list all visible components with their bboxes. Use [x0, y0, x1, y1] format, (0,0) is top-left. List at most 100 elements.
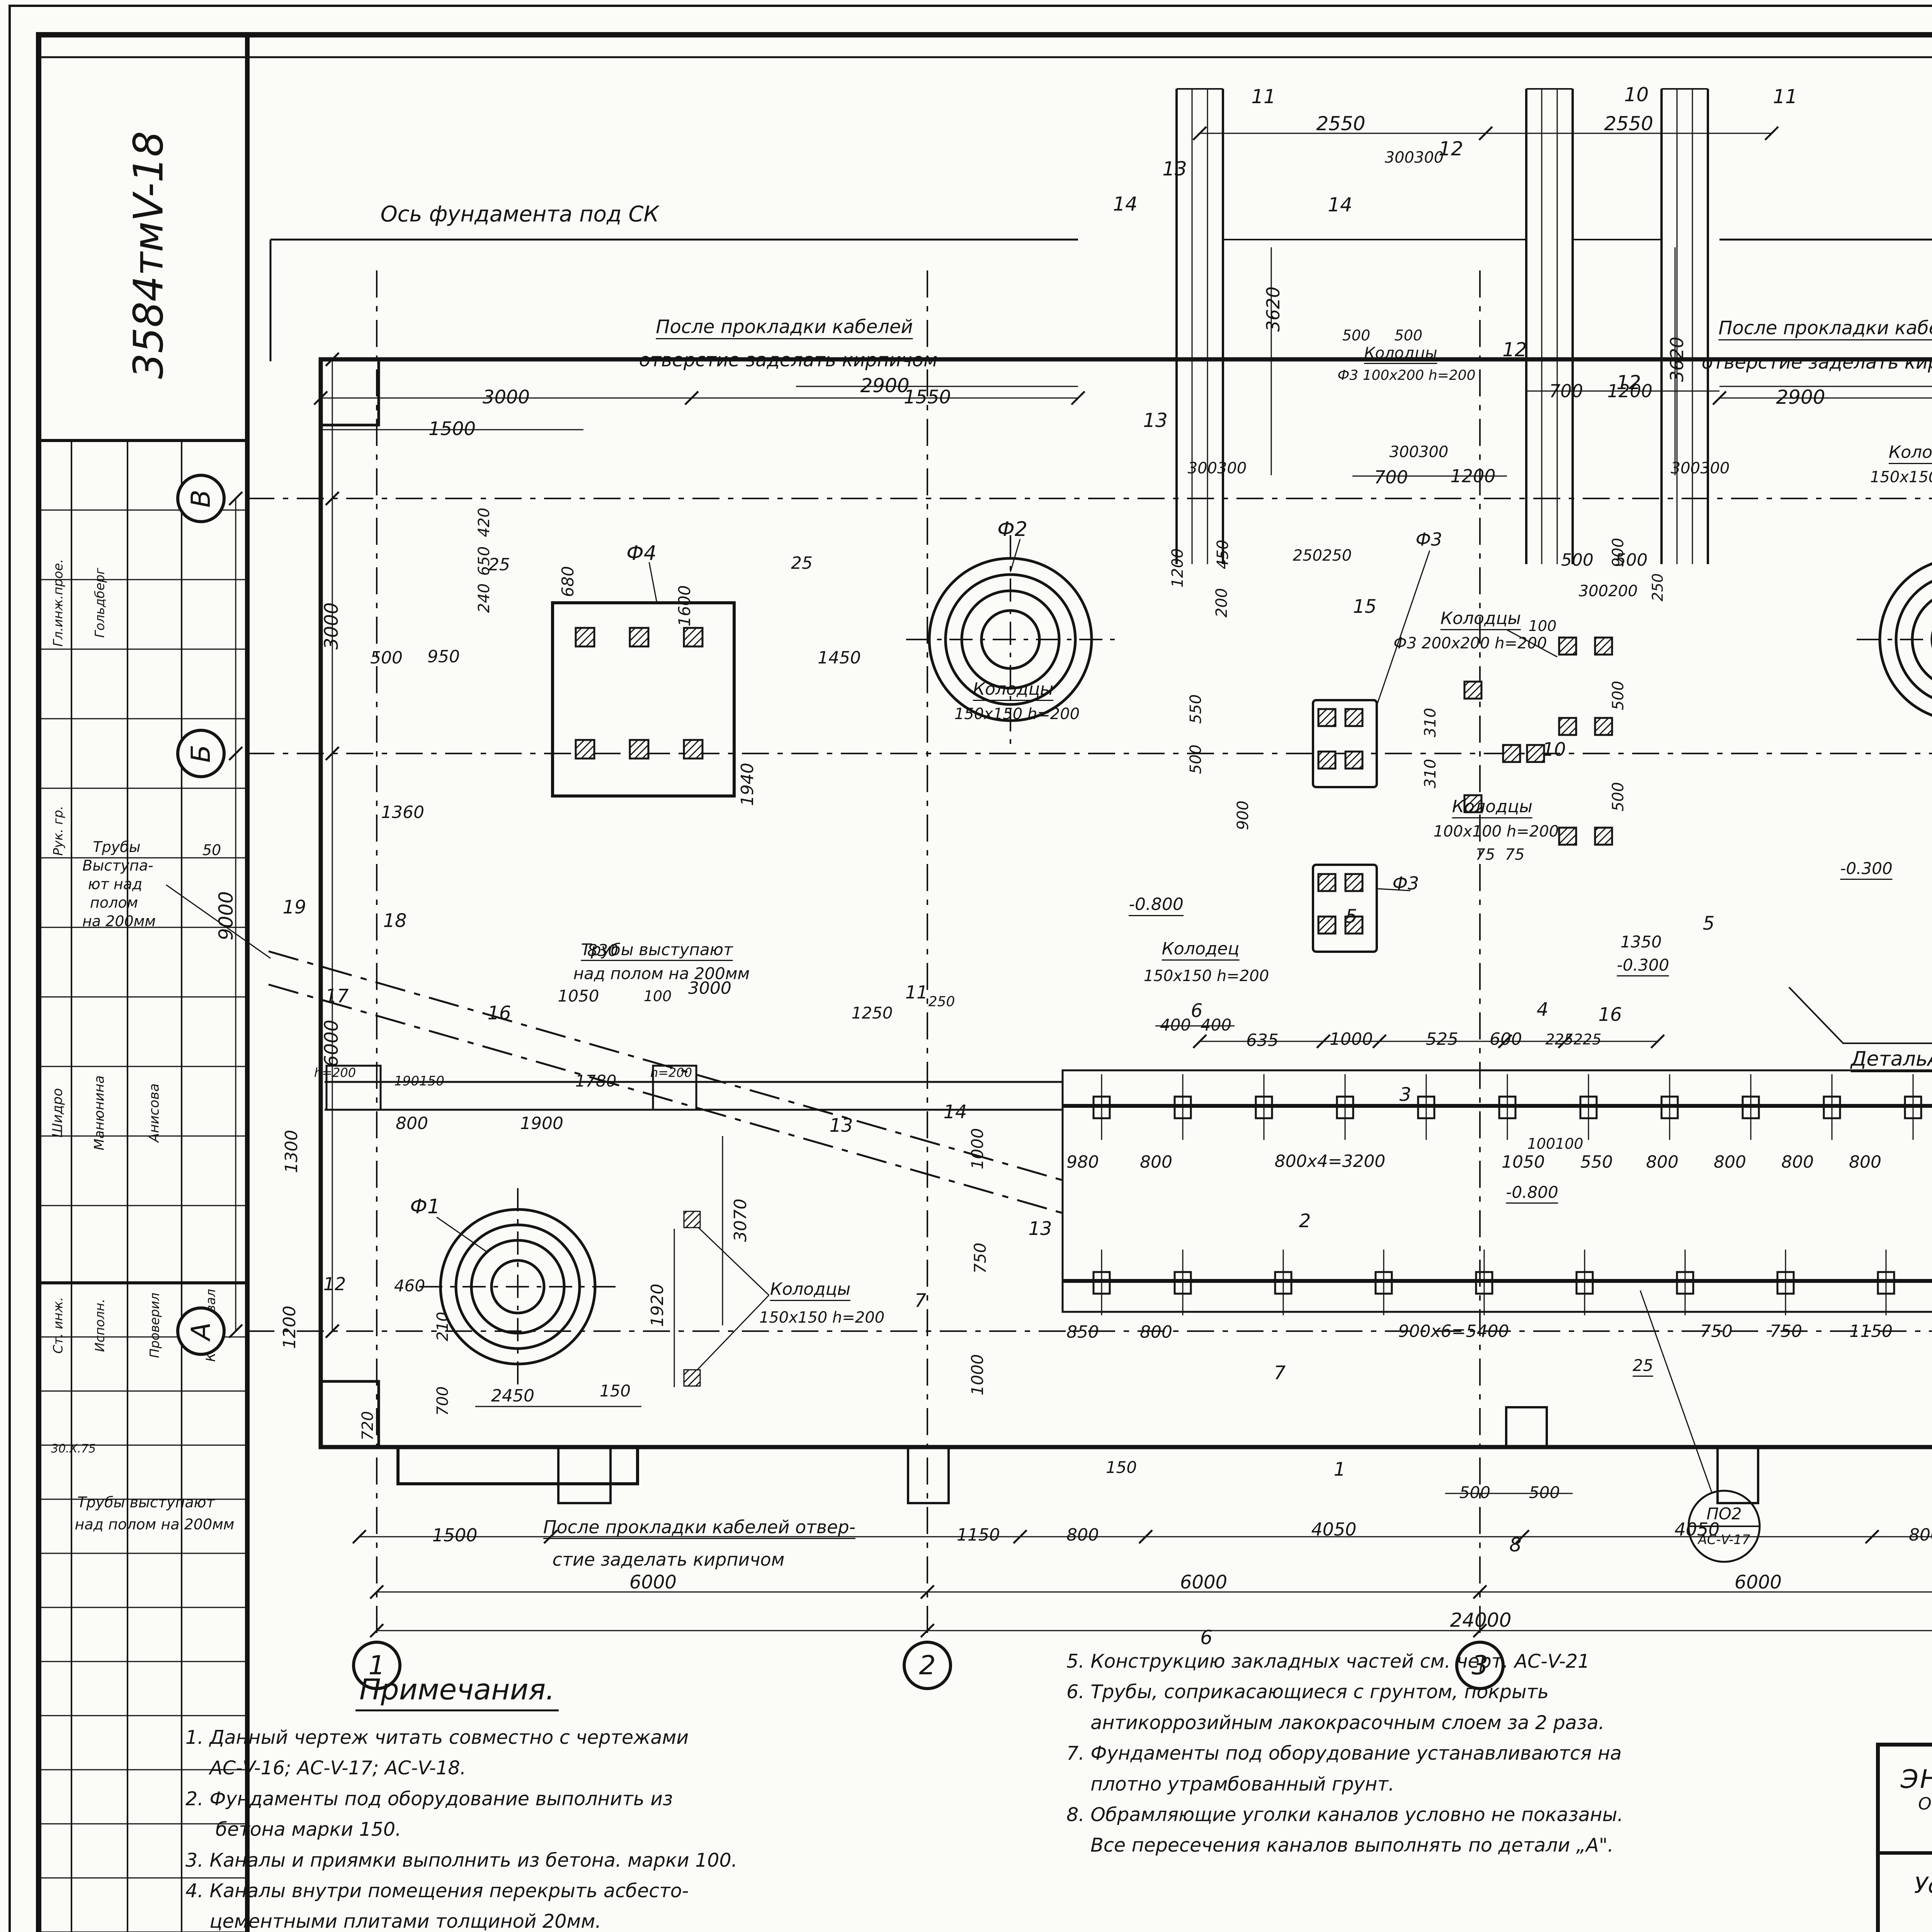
- annotation: 3000: [688, 978, 731, 998]
- note-line: АС-V-16; АС-V-17; АС-V-18.: [185, 1757, 466, 1779]
- annotation: После прокладки кабелей: [1718, 319, 1932, 340]
- note-line: 5. Конструкцию закладных частей см. черт…: [1066, 1650, 1590, 1672]
- annotation: 30.X.75: [51, 1442, 96, 1456]
- annotation: 12: [1616, 371, 1641, 394]
- annotation: 10: [1542, 739, 1566, 760]
- annotation: 500: [1615, 550, 1648, 570]
- note-line: бетона марки 150.: [185, 1818, 401, 1841]
- annotation: 5: [1345, 906, 1357, 927]
- annotation: 12: [323, 1274, 346, 1294]
- annotation: Трубы: [93, 838, 141, 855]
- annotation: 830: [587, 941, 619, 960]
- annotation: отверстие заделать кирпичом: [1701, 352, 1932, 373]
- annotation: Ф2: [997, 518, 1027, 541]
- annotation: 1940: [738, 763, 757, 806]
- annotation: 800х4=3200: [1274, 1151, 1386, 1171]
- annotation: 750: [971, 1242, 990, 1274]
- annotation: 6000: [1734, 1571, 1782, 1593]
- annotation: 2900: [860, 374, 910, 397]
- annotation: Ф3 200х200 h=200: [1393, 634, 1547, 652]
- annotation: 25: [488, 555, 510, 575]
- annotation: 300300: [1384, 149, 1444, 167]
- annotation: Манюнина: [92, 1075, 107, 1150]
- annotation: 2550: [1316, 112, 1366, 135]
- annotation: 750: [1700, 1321, 1733, 1341]
- annotation: 1200: [280, 1306, 299, 1349]
- annotation: 1200: [1450, 466, 1496, 486]
- annotation: 11: [1773, 85, 1798, 108]
- notes-title: Примечания.: [355, 1673, 559, 1711]
- annotation: 1150: [957, 1525, 1000, 1545]
- annotation: 11: [1251, 85, 1276, 108]
- annotation: 17: [325, 985, 349, 1007]
- org-branch: Отделение Дальних Передач: [1918, 1794, 1932, 1814]
- annotation: 1500: [428, 418, 476, 440]
- annotation: 1000: [968, 1354, 987, 1396]
- note-line: 7. Фундаменты под оборудование устанавли…: [1066, 1742, 1622, 1765]
- annotation: 500: [1342, 327, 1371, 344]
- annotation: 6000: [1180, 1571, 1228, 1593]
- annotation: Шидро: [50, 1088, 66, 1138]
- annotation: 24000: [1450, 1609, 1512, 1631]
- central-channel: [325, 1065, 1932, 1313]
- annotation: Рук. гр.: [50, 806, 66, 856]
- annotation: 190150: [394, 1073, 444, 1089]
- annotation: 1150: [1849, 1321, 1893, 1341]
- annotation: 9000: [215, 891, 237, 940]
- foundation-circles: [419, 535, 1932, 1385]
- annotation: ПО2: [1706, 1504, 1742, 1523]
- annotation: 2: [1299, 1210, 1311, 1232]
- annotation: 500: [1394, 327, 1423, 344]
- annotation: 6000: [321, 1019, 342, 1067]
- annotation: 150х150 h=200: [759, 1309, 885, 1327]
- annotation: 635: [1246, 1031, 1279, 1050]
- annotation: 1920: [648, 1284, 667, 1327]
- annotation: Колодцы: [770, 1281, 851, 1301]
- axis-marker-3: 3: [1455, 1641, 1505, 1690]
- annotation: 1050: [558, 986, 599, 1005]
- note-line: плотно утрамбованный грунт.: [1066, 1773, 1395, 1795]
- note-line: цементными плитами толщиной 20мм.: [185, 1910, 601, 1932]
- annotation: Ф4: [626, 542, 656, 565]
- annotation: над полом на 200мм: [75, 1516, 235, 1533]
- axis-marker-В: В: [176, 474, 226, 523]
- annotation: 7: [1274, 1362, 1286, 1384]
- annotation: Проверил: [147, 1293, 162, 1358]
- annotation: Колодцы: [1452, 798, 1533, 818]
- annotation: 310: [1422, 707, 1439, 738]
- annotation: 14: [1113, 193, 1138, 215]
- leader-lines: [166, 539, 1932, 1563]
- axis-marker-1: 1: [352, 1641, 401, 1690]
- annotation: 850: [1066, 1322, 1099, 1342]
- annotation: 12: [1439, 138, 1463, 160]
- annotation: 500: [1459, 1483, 1491, 1502]
- annotation: Колодец: [1162, 940, 1240, 961]
- annotation: 3070: [731, 1199, 750, 1242]
- annotation: 300300: [1187, 459, 1247, 477]
- annotation: стие заделать кирпичом: [552, 1549, 785, 1570]
- annotation: 1: [1333, 1459, 1346, 1480]
- annotation: Ф3: [1392, 873, 1419, 894]
- annotation: 700: [1374, 467, 1408, 488]
- note-line: 1. Данный чертеж читать совместно с черт…: [185, 1726, 689, 1748]
- annotation: 16: [1598, 1004, 1622, 1026]
- annotation: 8: [1509, 1534, 1522, 1556]
- note-line: 2. Фундаменты под оборудование выполнить…: [185, 1787, 673, 1810]
- annotation: 4050: [1674, 1519, 1720, 1540]
- annotation: Ст. инж.: [50, 1297, 66, 1354]
- annotation: 5: [1702, 913, 1715, 934]
- annotation: 400: [1160, 1015, 1191, 1034]
- annotation: 14: [1328, 194, 1352, 216]
- annotation: 4: [1536, 999, 1549, 1020]
- annotation: Выступа-: [82, 857, 153, 874]
- annotation: 25: [791, 553, 813, 573]
- annotation: 100: [1528, 617, 1557, 634]
- annotation: 150х150 h=200: [1870, 468, 1932, 486]
- annotation: 240: [475, 583, 493, 613]
- annotation: 13: [829, 1115, 853, 1136]
- annotation: 500: [1187, 744, 1205, 774]
- annotation: 800: [1909, 1525, 1932, 1545]
- annotation: 250250: [1293, 547, 1352, 565]
- annotation: Гольдберг: [92, 568, 107, 638]
